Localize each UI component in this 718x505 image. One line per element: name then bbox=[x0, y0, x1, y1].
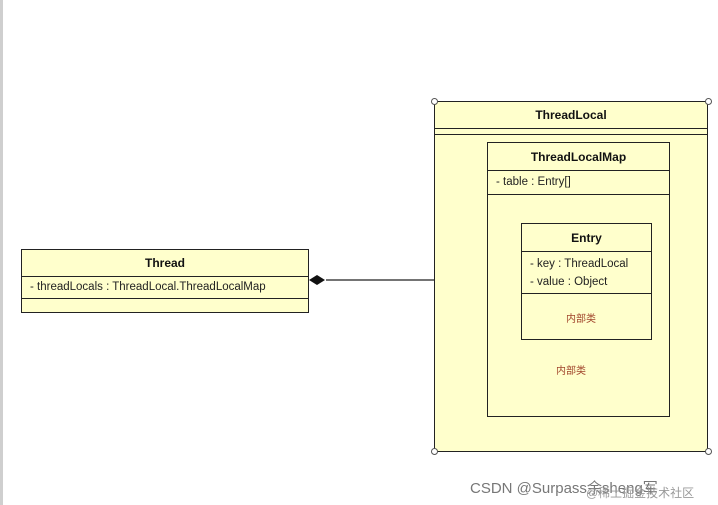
resize-handle-top-left[interactable] bbox=[431, 98, 438, 105]
entry-fields: - key : ThreadLocal - value : Object bbox=[522, 252, 651, 294]
entry-inner-class-note: 内部类 bbox=[566, 314, 596, 325]
entry-class-box[interactable]: Entry - key : ThreadLocal - value : Obje… bbox=[521, 223, 652, 340]
watermark-juejin: @稀土掘金技术社区 bbox=[586, 486, 695, 500]
thread-class-title: Thread bbox=[22, 250, 308, 277]
thread-class-box[interactable]: Thread - threadLocals : ThreadLocal.Thre… bbox=[21, 249, 309, 313]
entry-field-value: - value : Object bbox=[530, 276, 608, 288]
left-frame-edge bbox=[0, 0, 3, 505]
threadlocalmap-class-title: ThreadLocalMap bbox=[488, 143, 669, 171]
threadlocalmap-field-table: - table : Entry[] bbox=[488, 171, 669, 195]
resize-handle-top-right[interactable] bbox=[705, 98, 712, 105]
threadlocal-class-title: ThreadLocal bbox=[435, 102, 707, 129]
entry-field-key: - key : ThreadLocal bbox=[530, 258, 629, 270]
resize-handle-bottom-right[interactable] bbox=[705, 448, 712, 455]
entry-class-title: Entry bbox=[522, 224, 651, 252]
threadlocalmap-inner-class-note: 内部类 bbox=[556, 366, 586, 377]
watermark-csdn: CSDN @Surpass余sheng军 bbox=[470, 480, 658, 497]
thread-field-threadlocals: - threadLocals : ThreadLocal.ThreadLocal… bbox=[22, 277, 308, 299]
resize-handle-bottom-left[interactable] bbox=[431, 448, 438, 455]
composition-diamond-icon bbox=[309, 275, 325, 285]
threadlocal-empty-compartment bbox=[435, 129, 707, 135]
